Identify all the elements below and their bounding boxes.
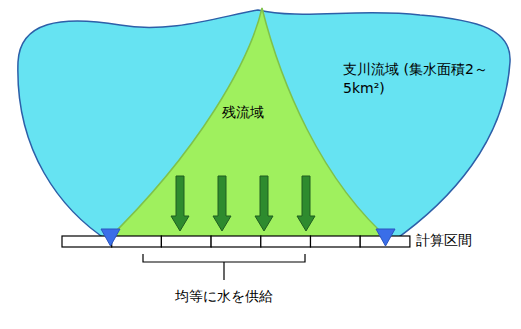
basin-label: 残流域 [222, 103, 302, 122]
section-label: 計算区間 [416, 231, 472, 250]
note-label: 均等に水を供給 [175, 287, 273, 306]
residual-basin: 残流域 [100, 5, 395, 244]
basin-label: 支川流域 (集水面積2～5km²) [343, 60, 493, 98]
basin-outline [100, 5, 395, 244]
